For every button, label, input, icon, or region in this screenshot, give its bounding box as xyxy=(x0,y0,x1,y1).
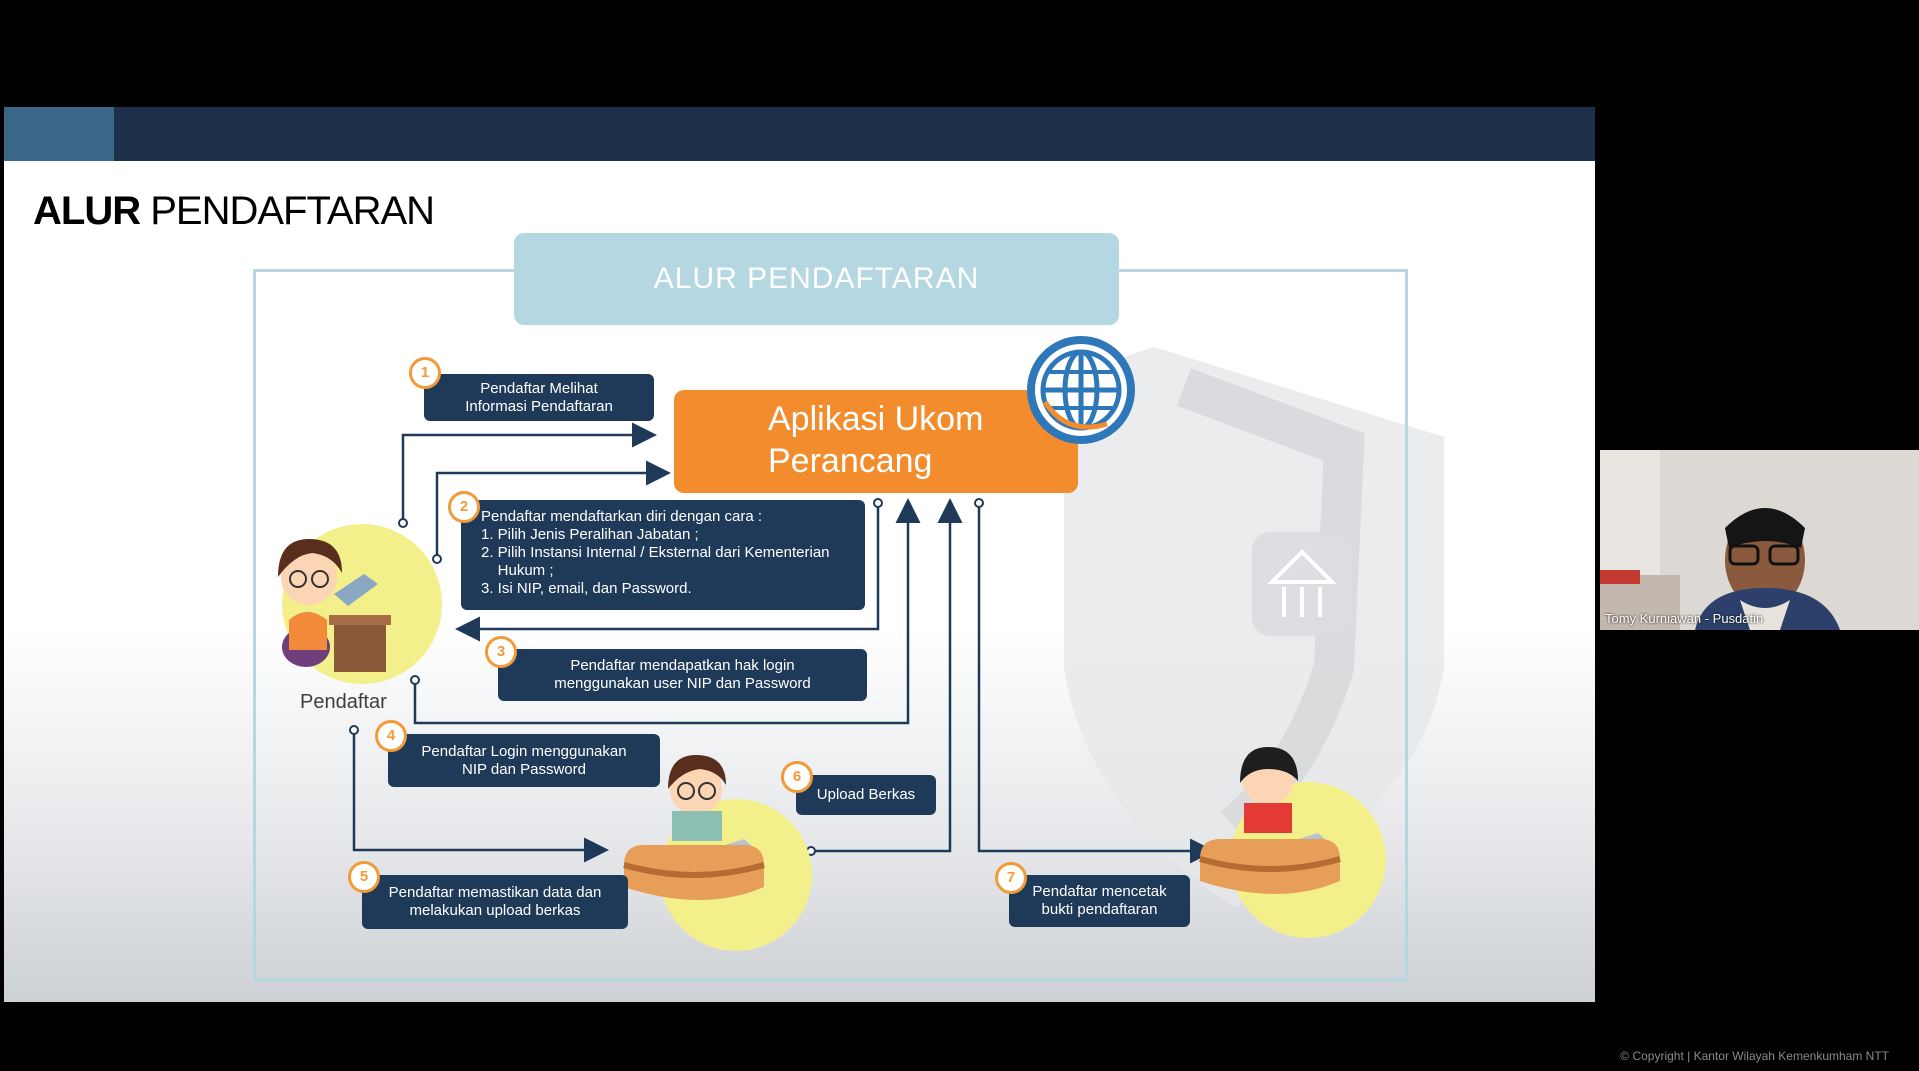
step-3-box: Pendaftar mendapatkan hak login mengguna… xyxy=(498,649,867,701)
step-3-number: 3 xyxy=(485,636,517,668)
step-4-line-2: NIP dan Password xyxy=(462,760,586,778)
copyright-text: © Copyright | Kantor Wilayah Kemenkumham… xyxy=(1620,1049,1889,1063)
pendaftar-illustration xyxy=(278,524,442,684)
diagram-banner: ALUR PENDAFTARAN xyxy=(514,233,1119,325)
step-1-box: Pendaftar Melihat Informasi Pendaftaran xyxy=(424,374,654,421)
arrow-step6 xyxy=(811,498,963,853)
step-2-line-4: Hukum ; xyxy=(481,562,554,579)
flow-arrows xyxy=(349,422,1215,864)
pendaftar-print-illustration xyxy=(1199,747,1386,938)
illustrations xyxy=(278,524,1386,951)
globe-icon xyxy=(1027,336,1135,444)
step-7-line-1: Pendaftar mencetak xyxy=(1032,883,1167,900)
arrow-step3 xyxy=(455,503,880,642)
participant-name: Tomy Kurniawan - Pusdatin xyxy=(1605,611,1764,626)
step-6-line-1: Upload Berkas xyxy=(816,786,916,803)
step-2-number: 2 xyxy=(448,491,480,523)
step-2-line-5: 3. Isi NIP, email, dan Password. xyxy=(481,580,692,597)
step-1-line-2: Informasi Pendaftaran xyxy=(465,397,613,415)
step-2-line-3: 2. Pilih Instansi Internal / Eksternal d… xyxy=(481,544,830,561)
step-5-box: Pendaftar memastikan data dan melakukan … xyxy=(362,875,628,929)
step-4-box: Pendaftar Login menggunakan NIP dan Pass… xyxy=(388,734,660,787)
arrow-step5 xyxy=(352,730,609,863)
participant-video-feed xyxy=(1600,450,1919,630)
step-5-line-1: Pendaftar memastikan data dan xyxy=(388,884,602,901)
app-title-line1: Aplikasi Ukom xyxy=(768,400,984,438)
slide-title-rest: PENDAFTARAN xyxy=(150,189,435,233)
arrow-step4 xyxy=(413,498,921,725)
app-ukom-box: Aplikasi Ukom Perancang xyxy=(674,390,1078,493)
arrow-step1 xyxy=(401,422,657,523)
app-title-line2: Perancang xyxy=(768,442,933,480)
step-3-line-2: menggunakan user NIP dan Password xyxy=(554,675,811,692)
step-7-box: Pendaftar mencetak bukti pendaftaran xyxy=(1009,875,1190,927)
step-7-number: 7 xyxy=(995,862,1027,894)
step-7-line-2: bukti pendaftaran xyxy=(1041,901,1158,918)
pendaftar-label: Pendaftar xyxy=(300,691,387,713)
slide-top-bar-accent xyxy=(4,107,114,161)
step-5-line-2: melakukan upload berkas xyxy=(409,902,581,919)
participant-video-tile[interactable]: Tomy Kurniawan - Pusdatin xyxy=(1600,450,1919,630)
step-2-line-2: 1. Pilih Jenis Peralihan Jabatan ; xyxy=(481,526,699,543)
step-2-box: Pendaftar mendaftarkan diri dengan cara … xyxy=(461,500,865,610)
slide-top-bar xyxy=(4,107,1595,161)
step-4-line-1: Pendaftar Login menggunakan xyxy=(421,742,627,760)
step-3-line-1: Pendaftar mendapatkan hak login xyxy=(570,657,795,674)
presentation-slide: ALUR PENDAFTARAN ALUR PENDAFTARAN xyxy=(4,107,1595,1002)
step-5-number: 5 xyxy=(348,861,380,893)
slide-title: ALUR PENDAFTARAN xyxy=(33,189,435,234)
arrow-step7 xyxy=(977,503,1215,864)
step-2-line-1: Pendaftar mendaftarkan diri dengan cara … xyxy=(481,508,763,525)
step-4-number: 4 xyxy=(375,720,407,752)
pendaftar-upload-illustration xyxy=(623,755,812,951)
step-6-number: 6 xyxy=(781,761,813,793)
step-6-box: Upload Berkas xyxy=(796,775,936,815)
slide-title-bold: ALUR xyxy=(33,189,141,233)
arrow-step2 xyxy=(435,460,671,559)
step-1-line-1: Pendaftar Melihat xyxy=(480,379,598,397)
step-1-number: 1 xyxy=(409,357,441,389)
